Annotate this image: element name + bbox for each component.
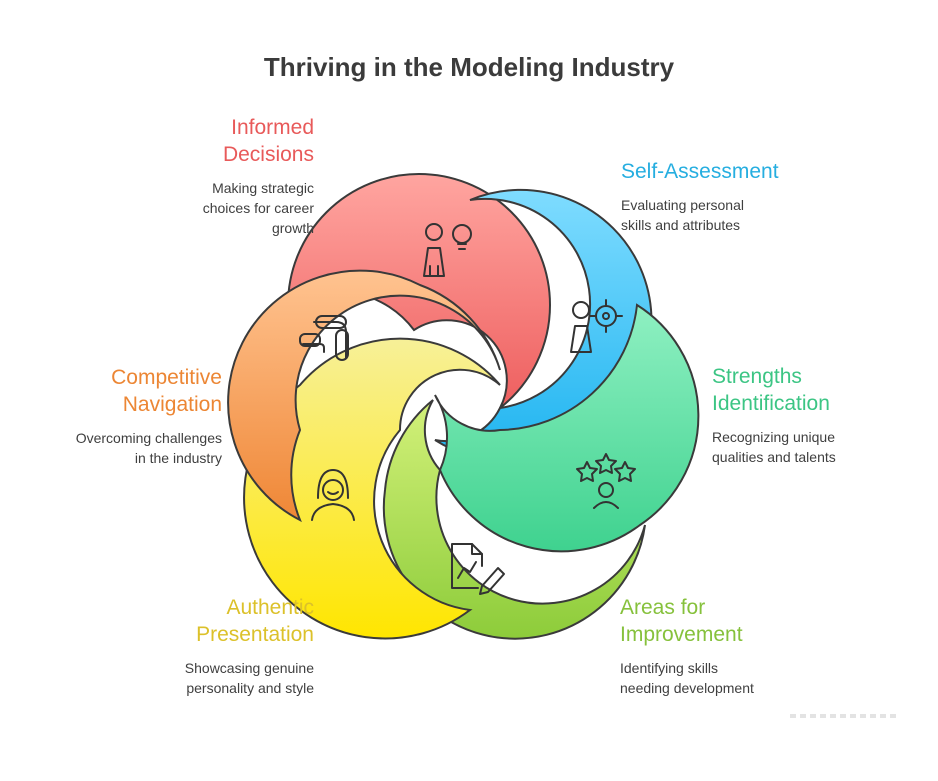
person-lightbulb-icon <box>423 223 472 277</box>
desc-authentic-presentation: Showcasing genuine personality and style <box>184 660 314 696</box>
heading-self-assessment: Self-Assessment <box>621 160 779 183</box>
label-authentic-presentation: Authentic Presentation Showcasing genuin… <box>120 594 314 698</box>
heading-competitive-navigation: Competitive Navigation <box>111 366 222 416</box>
watermark-mark <box>790 714 900 718</box>
person-target-icon <box>570 299 623 353</box>
desc-competitive-navigation: Overcoming challenges in the industry <box>75 430 222 466</box>
heading-authentic-presentation: Authentic Presentation <box>196 596 314 646</box>
diagram-title: Thriving in the Modeling Industry <box>263 52 675 82</box>
petal-competitive-navigation <box>227 269 501 523</box>
label-self-assessment: Self-Assessment Evaluating personal skil… <box>621 158 851 235</box>
document-chart-edit-icon <box>451 543 505 595</box>
petal-authentic-presentation <box>243 337 501 640</box>
label-strengths-identification: Strengths Identification Recognizing uni… <box>712 363 912 467</box>
label-areas-for-improvement: Areas for Improvement Identifying skills… <box>620 594 840 698</box>
desc-self-assessment: Evaluating personal skills and attribute… <box>621 197 744 233</box>
woman-portrait-icon <box>311 469 355 521</box>
heading-strengths-identification: Strengths Identification <box>712 365 830 415</box>
heading-informed-decisions: Informed Decisions <box>222 116 314 166</box>
label-informed-decisions: Informed Decisions Making strategic choi… <box>130 114 314 238</box>
label-competitive-navigation: Competitive Navigation Overcoming challe… <box>30 364 222 468</box>
petal-areas-for-improvement <box>382 399 646 640</box>
desc-areas-for-improvement: Identifying skills needing development <box>620 660 754 696</box>
person-stars-icon <box>576 453 636 509</box>
desc-informed-decisions: Making strategic choices for career grow… <box>202 180 314 236</box>
turn-arrows-icon <box>299 315 349 361</box>
desc-strengths-identification: Recognizing unique qualities and talents <box>712 429 836 465</box>
heading-areas-for-improvement: Areas for Improvement <box>620 596 743 646</box>
petal-strengths-identification <box>434 303 700 553</box>
